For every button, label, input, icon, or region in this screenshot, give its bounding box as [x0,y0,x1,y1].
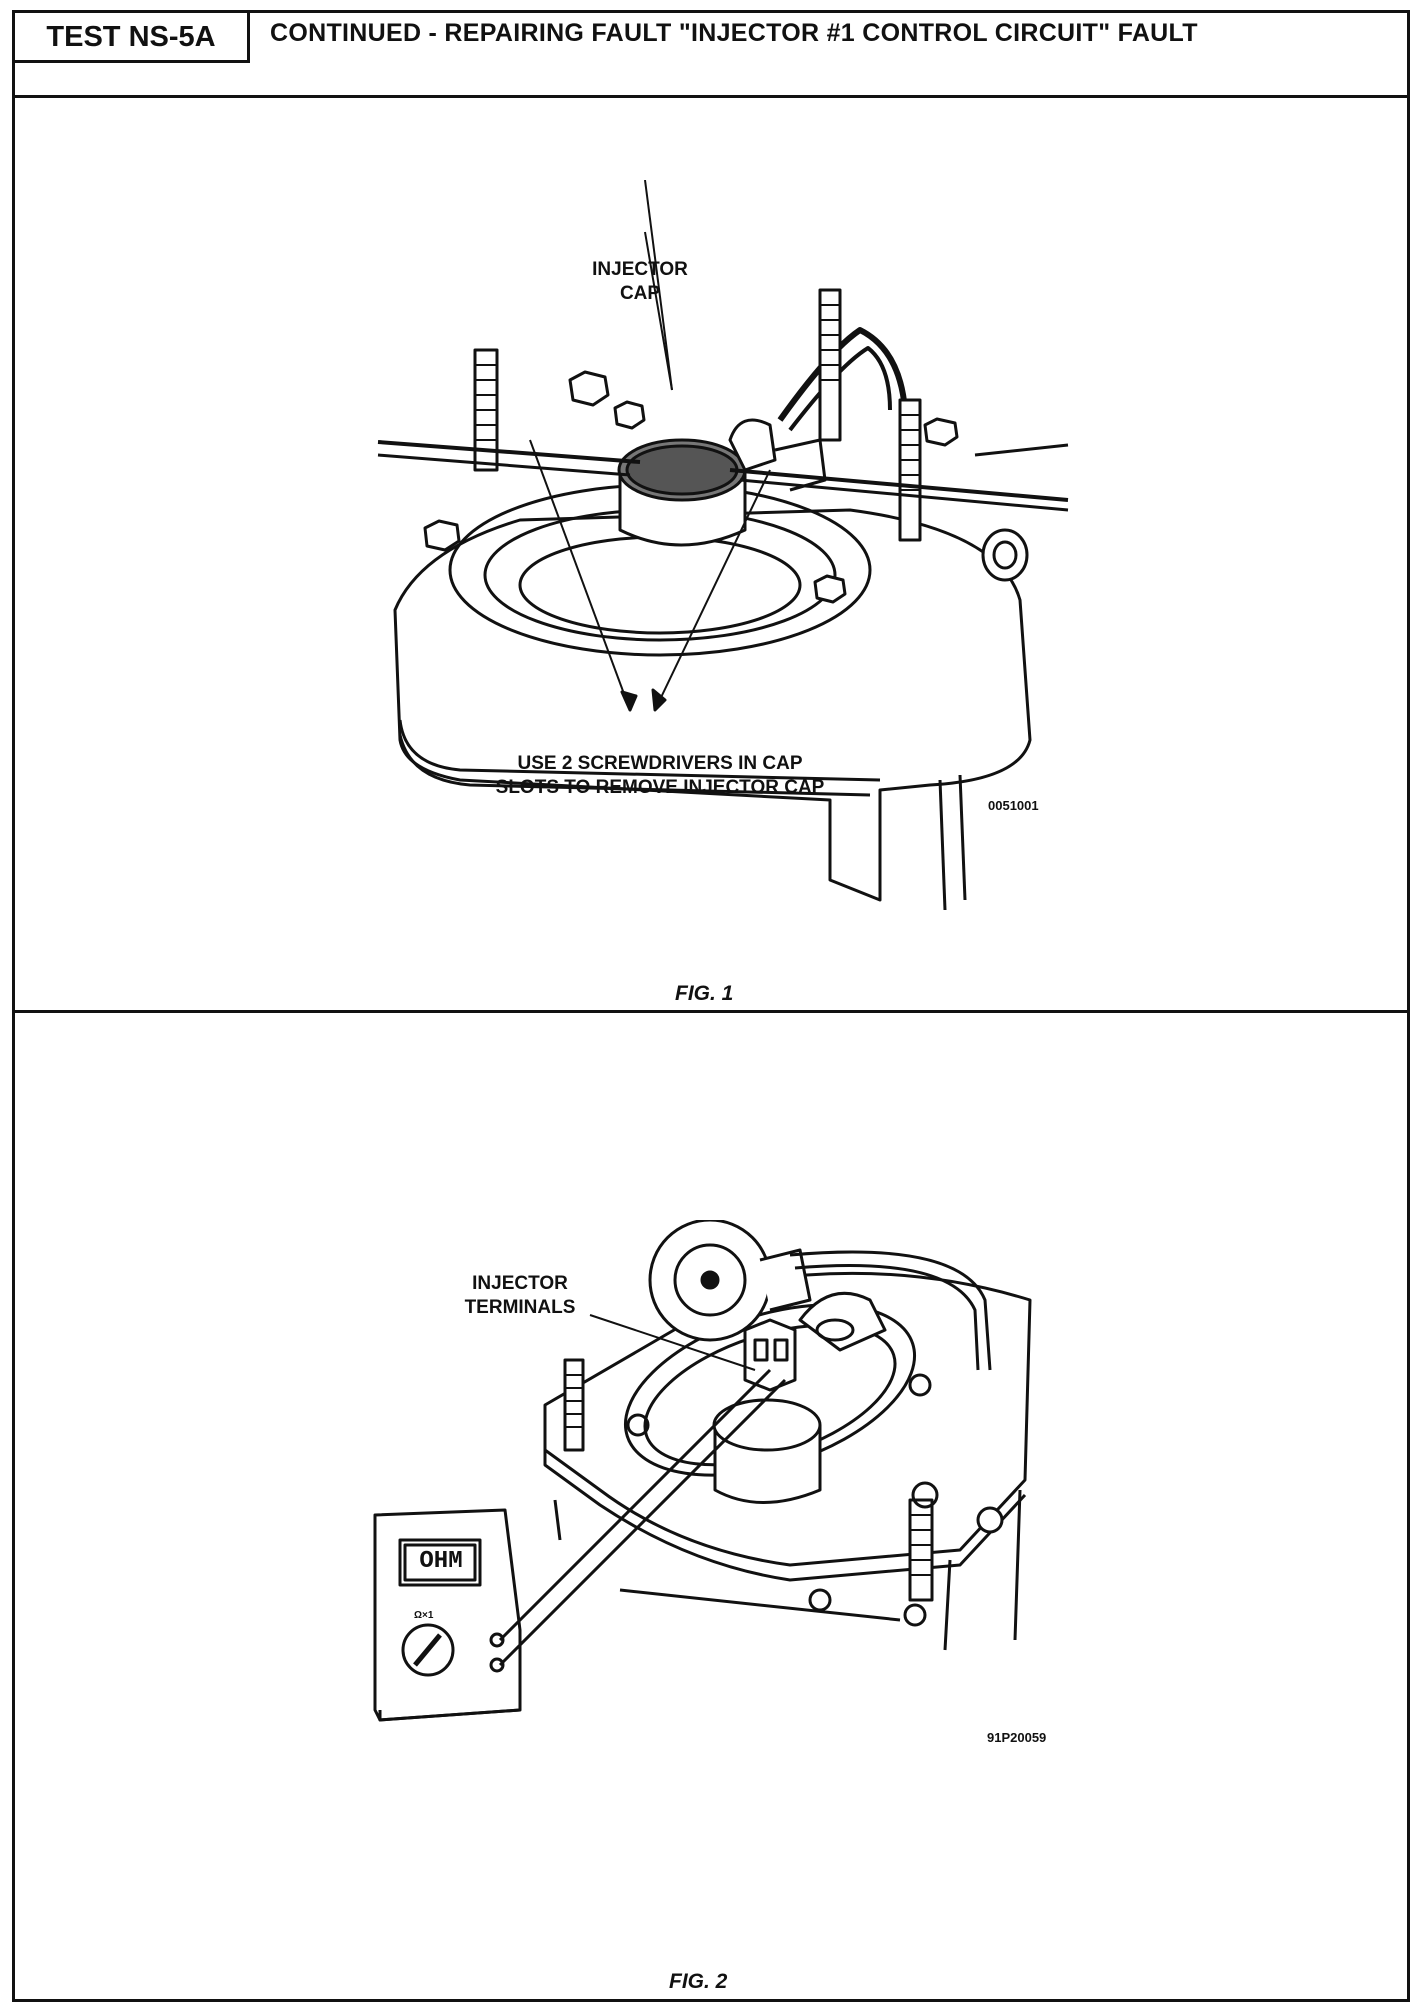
figure1-caption: FIG. 1 [675,982,734,1005]
injector-terminals-label-line2: TERMINALS [464,1297,576,1318]
injector-terminals-label-line1: INJECTOR [472,1273,568,1294]
injector-cap-label: INJECTOR CAP [560,258,720,306]
test-id: TEST NS-5A [15,13,250,63]
figure1-illustration [377,180,1069,911]
screwdriver-instruction-label: USE 2 SCREWDRIVERS IN CAP SLOTS TO REMOV… [420,752,900,800]
figure1-code: 0051001 [988,798,1039,813]
page-title: CONTINUED - REPAIRING FAULT "INJECTOR #1… [270,19,1198,47]
injector-cap-label-line2: CAP [619,283,661,304]
screwdriver-instruction-line2: SLOTS TO REMOVE INJECTOR CAP [495,777,825,798]
injector-cap-label-line1: INJECTOR [592,259,688,280]
meter-range: Ω×1 [414,1610,434,1621]
figure2-illustration [373,1220,1032,1722]
figure2-code: 91P20059 [987,1730,1047,1745]
header: TEST NS-5A CONTINUED - REPAIRING FAULT "… [12,10,1410,98]
meter-display: OHM [419,1548,463,1575]
figure-divider [12,1010,1410,1013]
figure2-caption: FIG. 2 [669,1970,728,1993]
screwdriver-instruction-line1: USE 2 SCREWDRIVERS IN CAP [517,753,803,774]
injector-terminals-label: INJECTOR TERMINALS [445,1272,595,1320]
